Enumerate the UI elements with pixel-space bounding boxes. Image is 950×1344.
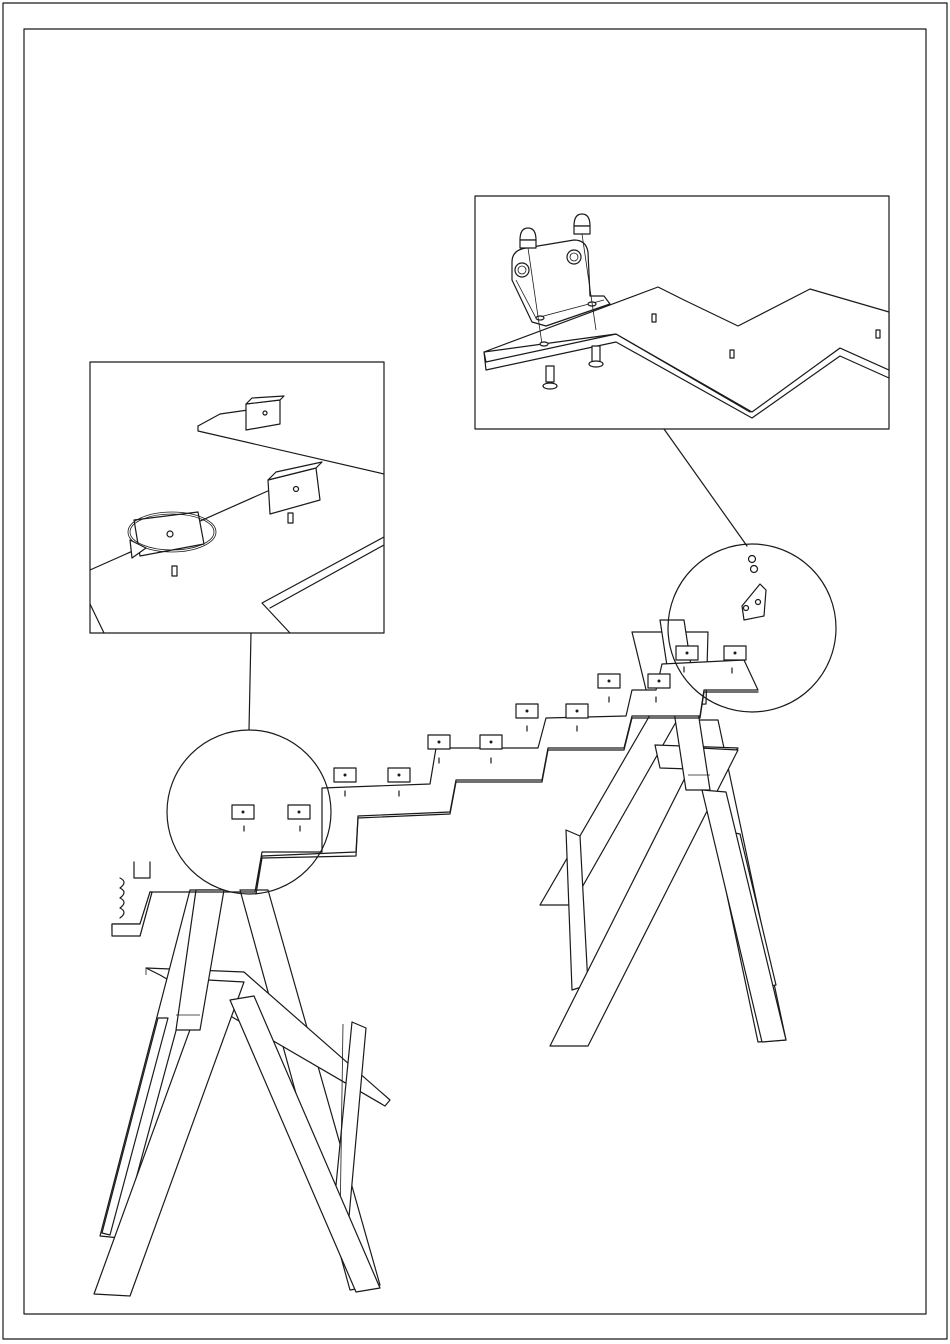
shelf-block <box>268 462 322 523</box>
block <box>428 735 450 749</box>
detail-left-frame <box>90 362 384 633</box>
detail-left <box>90 362 384 633</box>
shelf-block <box>246 396 284 430</box>
block <box>334 768 356 782</box>
block <box>516 704 538 718</box>
sawhorse-left <box>94 890 390 1296</box>
block <box>232 805 254 819</box>
block <box>648 674 670 688</box>
block <box>724 646 746 660</box>
leader-left <box>249 633 251 730</box>
cap-nut <box>520 228 536 248</box>
block <box>288 805 310 819</box>
block <box>598 674 620 688</box>
block <box>676 646 698 660</box>
bolt <box>589 346 603 367</box>
leader-right <box>664 429 747 546</box>
detail-right <box>475 196 889 429</box>
rotating-block <box>128 512 216 558</box>
block <box>480 735 502 749</box>
block <box>388 768 410 782</box>
bracket-on-board <box>742 556 766 621</box>
block <box>566 704 588 718</box>
cap-nut <box>574 214 590 234</box>
